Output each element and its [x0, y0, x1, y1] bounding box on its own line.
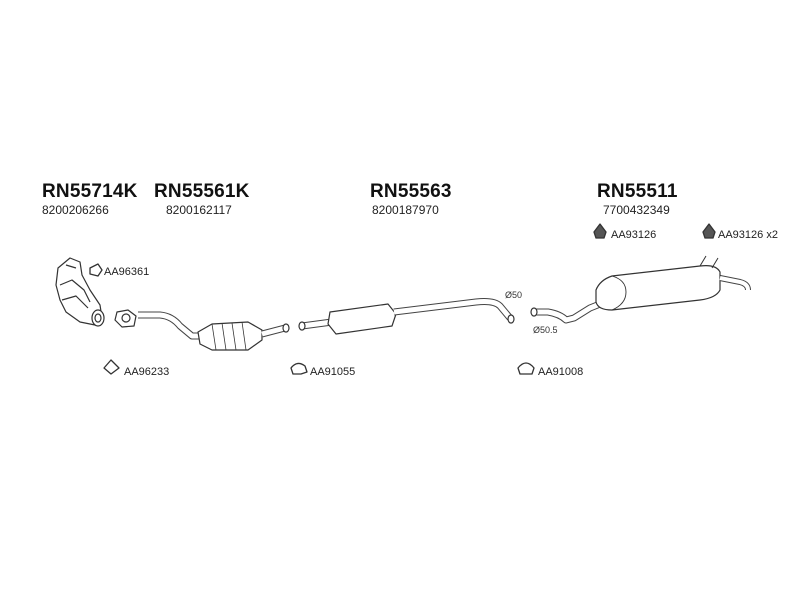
fitting-label-aa91055: AA91055	[310, 366, 356, 378]
part-code-rn55561k: RN55561K	[154, 181, 250, 202]
part-code-rn55563: RN55563	[370, 181, 452, 202]
fitting-label-aa91008: AA91008	[538, 366, 584, 378]
oem-number-rn55511: 7700432349	[603, 203, 670, 217]
fitting-label-aa93126-a: AA93126	[611, 229, 657, 241]
dimension-label-d50: Ø50	[505, 290, 523, 300]
flange-gasket-drawing	[114, 309, 137, 328]
fitting-aa96361-icon	[89, 263, 103, 277]
fitting-aa93126-a-icon	[593, 223, 607, 239]
fitting-aa91055-icon	[290, 362, 308, 375]
dimension-label-d50-5: Ø50.5	[533, 325, 558, 335]
fitting-aa93126-b-icon	[702, 223, 716, 239]
oem-number-rn55563: 8200187970	[372, 203, 439, 217]
fitting-label-aa96361: AA96361	[104, 266, 150, 278]
fitting-label-aa93126-b: AA93126 x2	[718, 229, 778, 241]
middle-silencer-drawing	[298, 298, 515, 335]
fitting-label-aa96233: AA96233	[124, 366, 170, 378]
manifold-catalyst-drawing	[55, 257, 105, 327]
fitting-aa91008-icon	[517, 362, 535, 375]
part-code-rn55714k: RN55714K	[42, 181, 138, 202]
oem-number-rn55561k: 8200162117	[166, 203, 232, 217]
catalyst-pipe-drawing	[138, 311, 290, 351]
rear-silencer-drawing	[530, 255, 751, 324]
part-code-rn55511: RN55511	[597, 181, 678, 202]
fitting-aa96233-icon	[103, 359, 120, 375]
oem-number-rn55714k: 8200206266	[42, 203, 109, 217]
